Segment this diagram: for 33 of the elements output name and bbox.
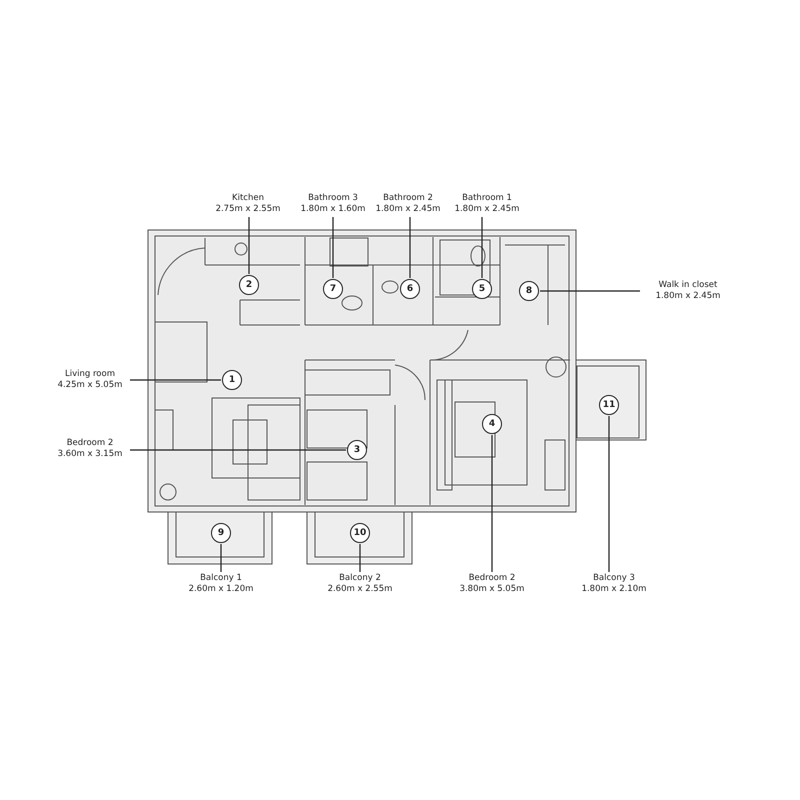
leader-line — [409, 217, 411, 278]
room-dimensions: 2.60m x 1.20m — [188, 584, 254, 595]
leader-line — [130, 449, 346, 451]
room-name: Walk in closet — [658, 280, 718, 291]
room-name: Bathroom 3 — [308, 193, 358, 204]
room-dimensions: 1.80m x 2.10m — [582, 584, 646, 595]
room-dimensions: 3.80m x 5.05m — [460, 584, 524, 595]
leader-line — [220, 544, 222, 572]
room-name: Balcony 3 — [593, 573, 635, 584]
leader-line — [540, 290, 640, 292]
room-dimensions: 1.80m x 2.45m — [376, 204, 440, 215]
room-dimensions: 1.80m x 2.45m — [454, 204, 520, 215]
room-dimensions: 2.60m x 2.55m — [328, 584, 392, 595]
room-dimensions: 1.80m x 2.45m — [656, 291, 720, 302]
room-dimensions: 1.80m x 1.60m — [300, 204, 366, 215]
room-name: Kitchen — [232, 193, 264, 204]
room-name: Balcony 2 — [339, 573, 381, 584]
room-name: Bedroom 2 — [468, 573, 516, 584]
room-dimensions: 4.25m x 5.05m — [58, 380, 122, 391]
leader-line — [248, 217, 250, 274]
leader-line — [359, 544, 361, 572]
room-dimensions: 2.75m x 2.55m — [216, 204, 280, 215]
leader-line — [130, 379, 221, 381]
room-name: Living room — [65, 369, 115, 380]
room-name: Bathroom 1 — [462, 193, 512, 204]
room-name: Balcony 1 — [200, 573, 242, 584]
room-name: Bathroom 2 — [383, 193, 433, 204]
room-dimensions: 3.60m x 3.15m — [58, 449, 122, 460]
leader-line — [481, 217, 483, 278]
leader-line — [332, 217, 334, 278]
room-name: Bedroom 2 — [66, 438, 114, 449]
leader-line — [491, 435, 493, 572]
leader-line — [608, 416, 610, 572]
